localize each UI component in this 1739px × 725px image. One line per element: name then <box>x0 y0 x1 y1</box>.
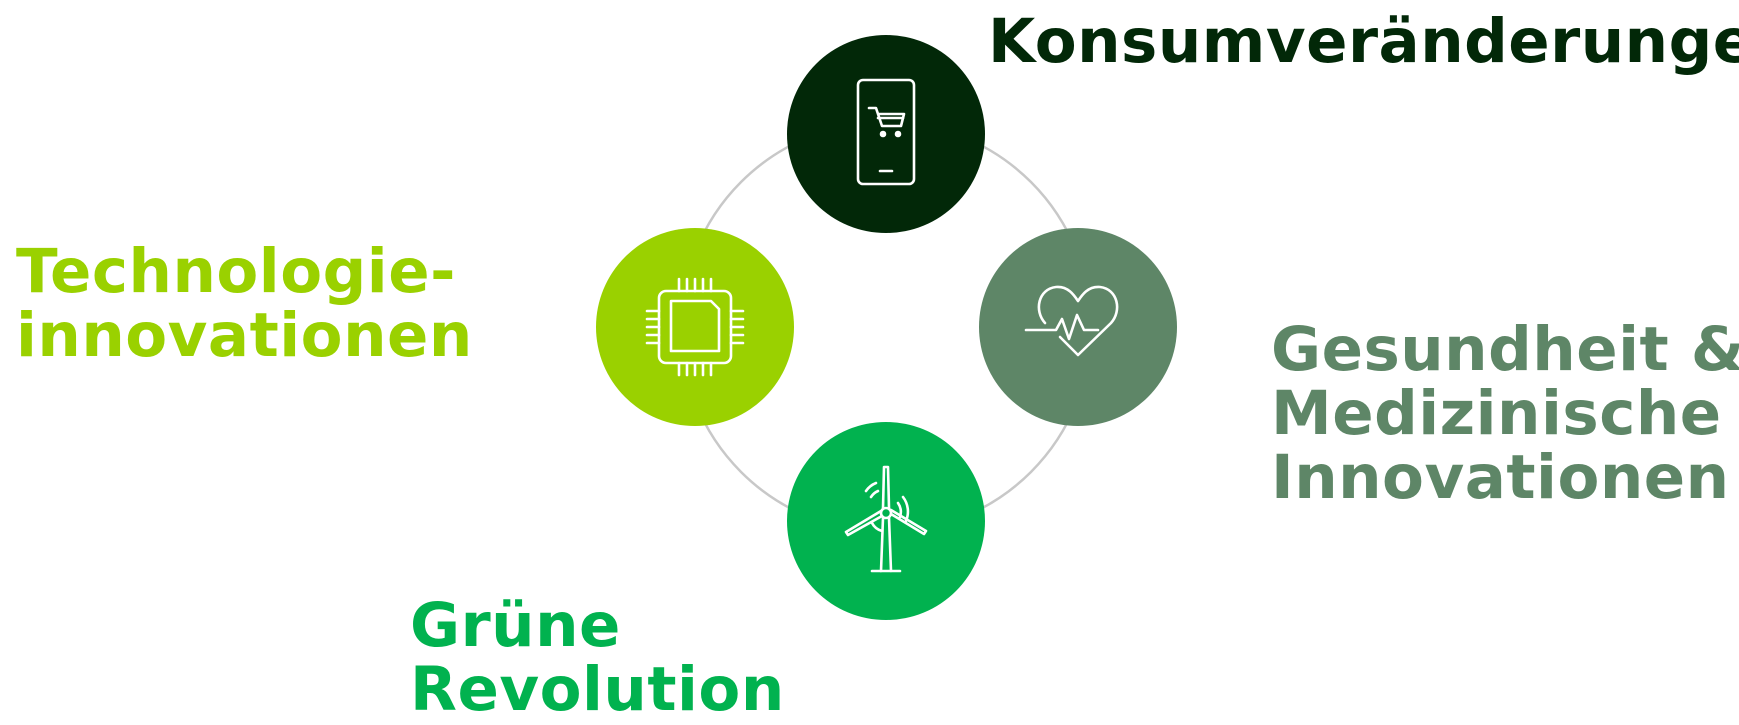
node-green-revolution <box>787 422 985 620</box>
label-consumer-change: Konsumveränderungen <box>988 10 1739 74</box>
label-line: Technologie- <box>16 236 456 307</box>
label-line: innovationen <box>16 300 473 371</box>
smartphone-cart-icon <box>856 78 916 186</box>
label-health-medical-innovation: Gesundheit & Medizinische Innovationen <box>1271 318 1739 510</box>
microchip-icon <box>645 277 745 377</box>
node-health-medical-innovation <box>979 228 1177 426</box>
label-line: Innovationen <box>1271 442 1730 513</box>
label-line: Medizinische <box>1271 378 1722 449</box>
label-line: Revolution <box>410 654 785 725</box>
label-green-revolution: Grüne Revolution <box>410 594 785 722</box>
label-line: Gesundheit & <box>1271 314 1739 385</box>
label-line: Grüne <box>410 590 621 661</box>
wind-turbine-icon <box>844 465 928 573</box>
label-line: Konsumveränderungen <box>988 6 1739 77</box>
node-technology-innovation <box>596 228 794 426</box>
node-consumer-change <box>787 35 985 233</box>
label-technology-innovation: Technologie- innovationen <box>16 240 473 368</box>
heart-pulse-icon <box>1024 285 1119 357</box>
